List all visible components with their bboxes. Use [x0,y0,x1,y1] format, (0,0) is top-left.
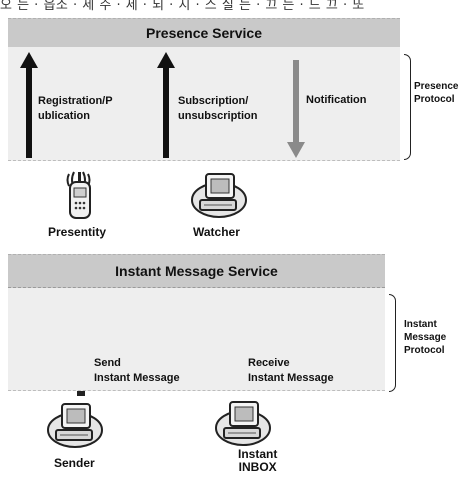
registration-arrow [20,52,38,158]
inbox-label: Instant INBOX [238,448,277,474]
instant-message-service-band: Instant Message Service [8,254,385,288]
im-protocol-label: Instant Message Protocol [404,318,446,357]
inbox-label-line2: INBOX [238,460,277,474]
registration-label-line1: Registration/P [38,95,113,107]
send-label-line1: Send [94,357,121,369]
instant-message-protocol-panel [8,288,385,391]
mobile-phone-icon [66,171,91,219]
instant-message-service-title: Instant Message Service [115,263,278,279]
notification-arrow [287,60,305,158]
presence-protocol-line1: Presence [414,81,459,92]
subscription-label-line1: Subscription/ [178,95,249,107]
send-label: Send Instant Message [94,356,180,386]
sender-computer-icon [47,403,103,448]
presence-protocol-panel [8,47,400,161]
receive-label: Receive Instant Message [248,356,334,386]
im-protocol-brace [389,294,396,392]
presence-service-title: Presence Service [146,25,262,41]
notification-label-line1: Notification [306,94,367,106]
notification-label: Notification [306,93,367,108]
presentity-label: Presentity [48,225,107,239]
subscription-label-line2: unsubscription [178,110,258,122]
watcher-computer-icon [191,173,247,218]
inbox-label-line1: Instant [238,447,278,461]
send-label-line2: Instant Message [94,372,180,384]
im-protocol-line1: Instant [404,319,437,330]
top-cropped-text: 오 는 · 읍소 · 세 주 · 세 · 되 · 지 · 스 실 는 · 끄 는… [0,0,365,12]
registration-label-line2: ublication [38,110,90,122]
subscription-arrow [157,52,175,158]
sender-label: Sender [54,456,95,470]
presence-protocol-brace [404,54,411,160]
subscription-label: Subscription/ unsubscription [178,94,257,124]
im-protocol-line2: Message [404,332,447,343]
presence-protocol-line2: Protocol [414,94,455,105]
receive-label-line1: Receive [248,357,290,369]
watcher-label: Watcher [193,225,240,239]
registration-label: Registration/P ublication [38,94,113,124]
receive-label-line2: Instant Message [248,372,334,384]
presence-protocol-label: Presence Protocol [414,80,458,106]
im-protocol-line3: Protocol [404,345,445,356]
inbox-computer-icon [215,401,271,446]
